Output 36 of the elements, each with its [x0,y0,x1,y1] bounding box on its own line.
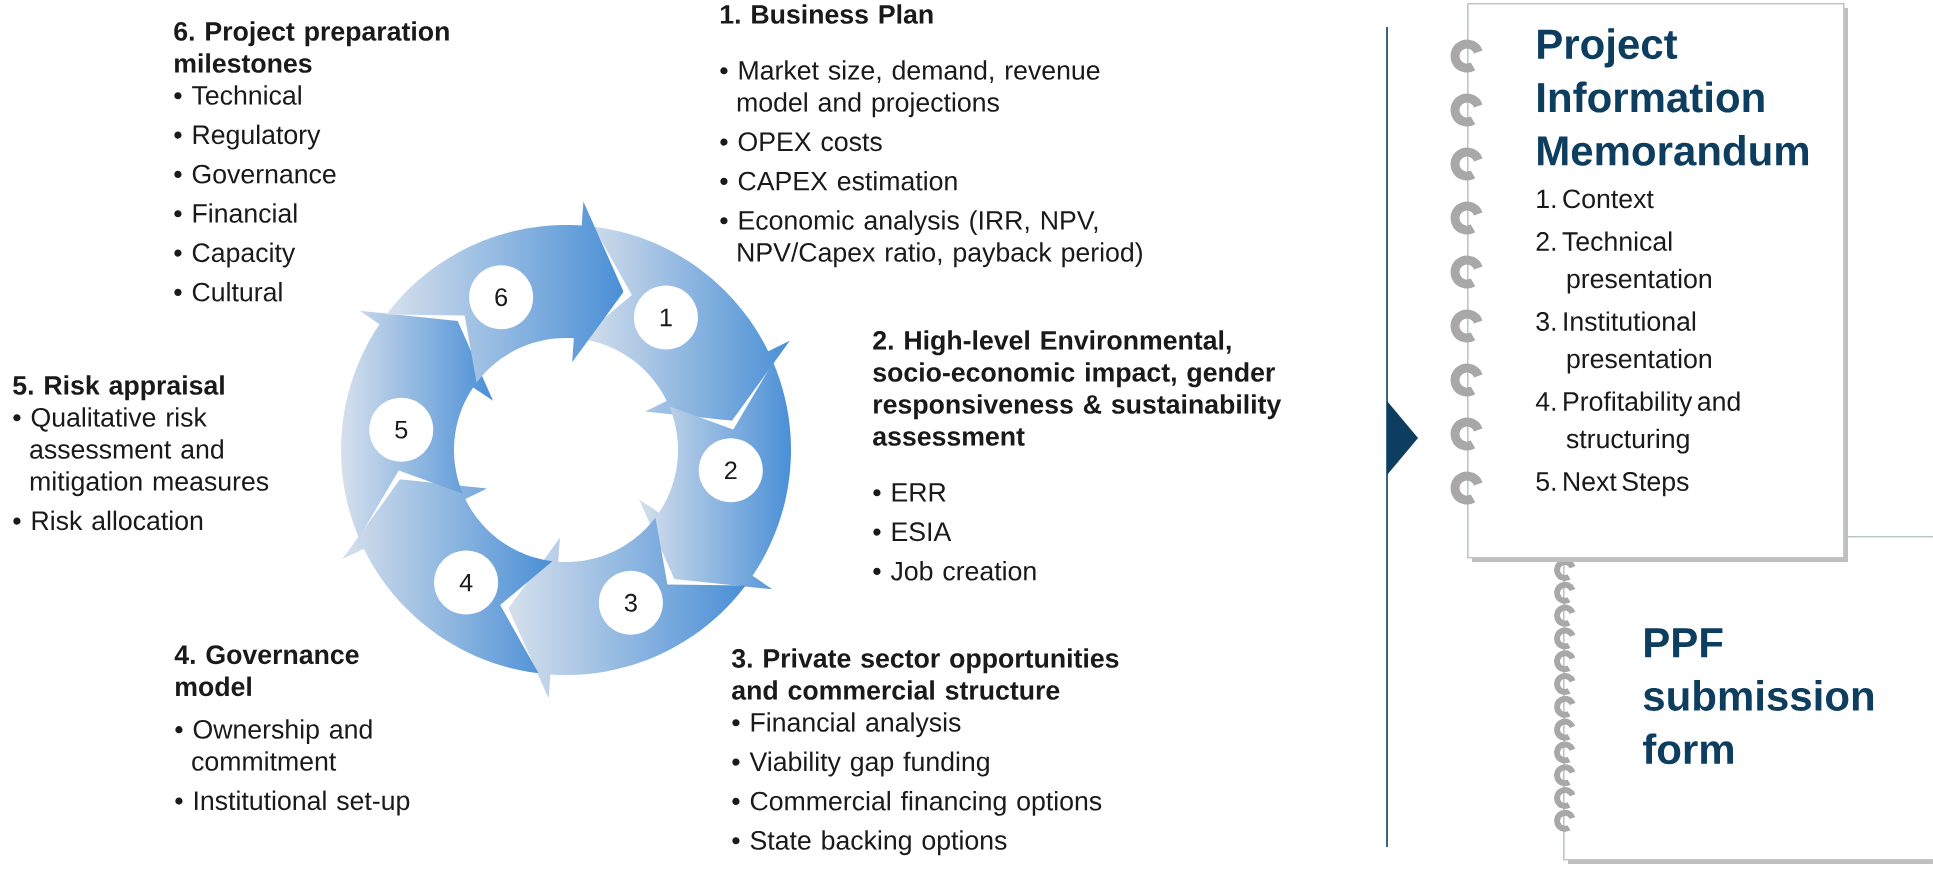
arrow-segment: 4 [434,550,499,615]
bullet-item: • Regulatory [174,124,321,150]
heading: 6. Project preparation milestones [174,21,449,73]
bullet-item: • Governance [174,164,336,184]
bullet-item: • Ownership and commitment [175,719,372,771]
heading: 1. Business Plan [720,4,933,24]
bullet-item: • Cultural [174,281,282,302]
node-label: 1 [660,308,672,327]
arrow-segment: 1 [633,285,698,350]
node-label: 4 [459,573,473,592]
heading: 2. High-level Environmental, socio-economic impact, gender responsiveness & sustainability assessment [873,330,1282,446]
arrow-segment: 3 [598,570,663,635]
bullet-item: • Financial analysis [732,712,961,738]
node-label: 5 [395,420,408,439]
node-label: 6 [495,288,508,307]
bullet-item: • Qualitative risk assessment and mitigation measures [13,407,269,497]
bullet-item: • Economic analysis (IRR, NPV, NPV/Capex ratio, payback period) [720,210,1142,268]
bullet-item: • Risk allocation [13,510,203,531]
bullet-item: • Financial [174,203,297,223]
arrow-segment: 2 [698,438,763,503]
bullet-item: • Job creation [873,560,1036,581]
bullet-item: • OPEX costs [720,132,882,152]
bullet-item: • Institutional set-up [175,790,410,816]
arrow-segment: 6 [469,265,534,330]
bullet-item: • Market size, demand, revenue model and projections [720,60,1100,118]
bullet-item: • Capacity [174,242,296,268]
node-label: 2 [725,461,737,480]
bullet-item: • Technical [174,85,301,105]
bullet-item: • ESIA [873,522,952,542]
bullet-item: • ERR [873,483,946,502]
bullet-item: • State backing options [732,830,1007,856]
heading: 5. Risk appraisal [13,375,224,401]
arrow-segment: 5 [369,397,434,462]
node-label: 3 [624,593,637,612]
bullet-item: • Viability gap funding [732,751,989,777]
bullet-item: • Commercial financing options [732,790,1102,816]
